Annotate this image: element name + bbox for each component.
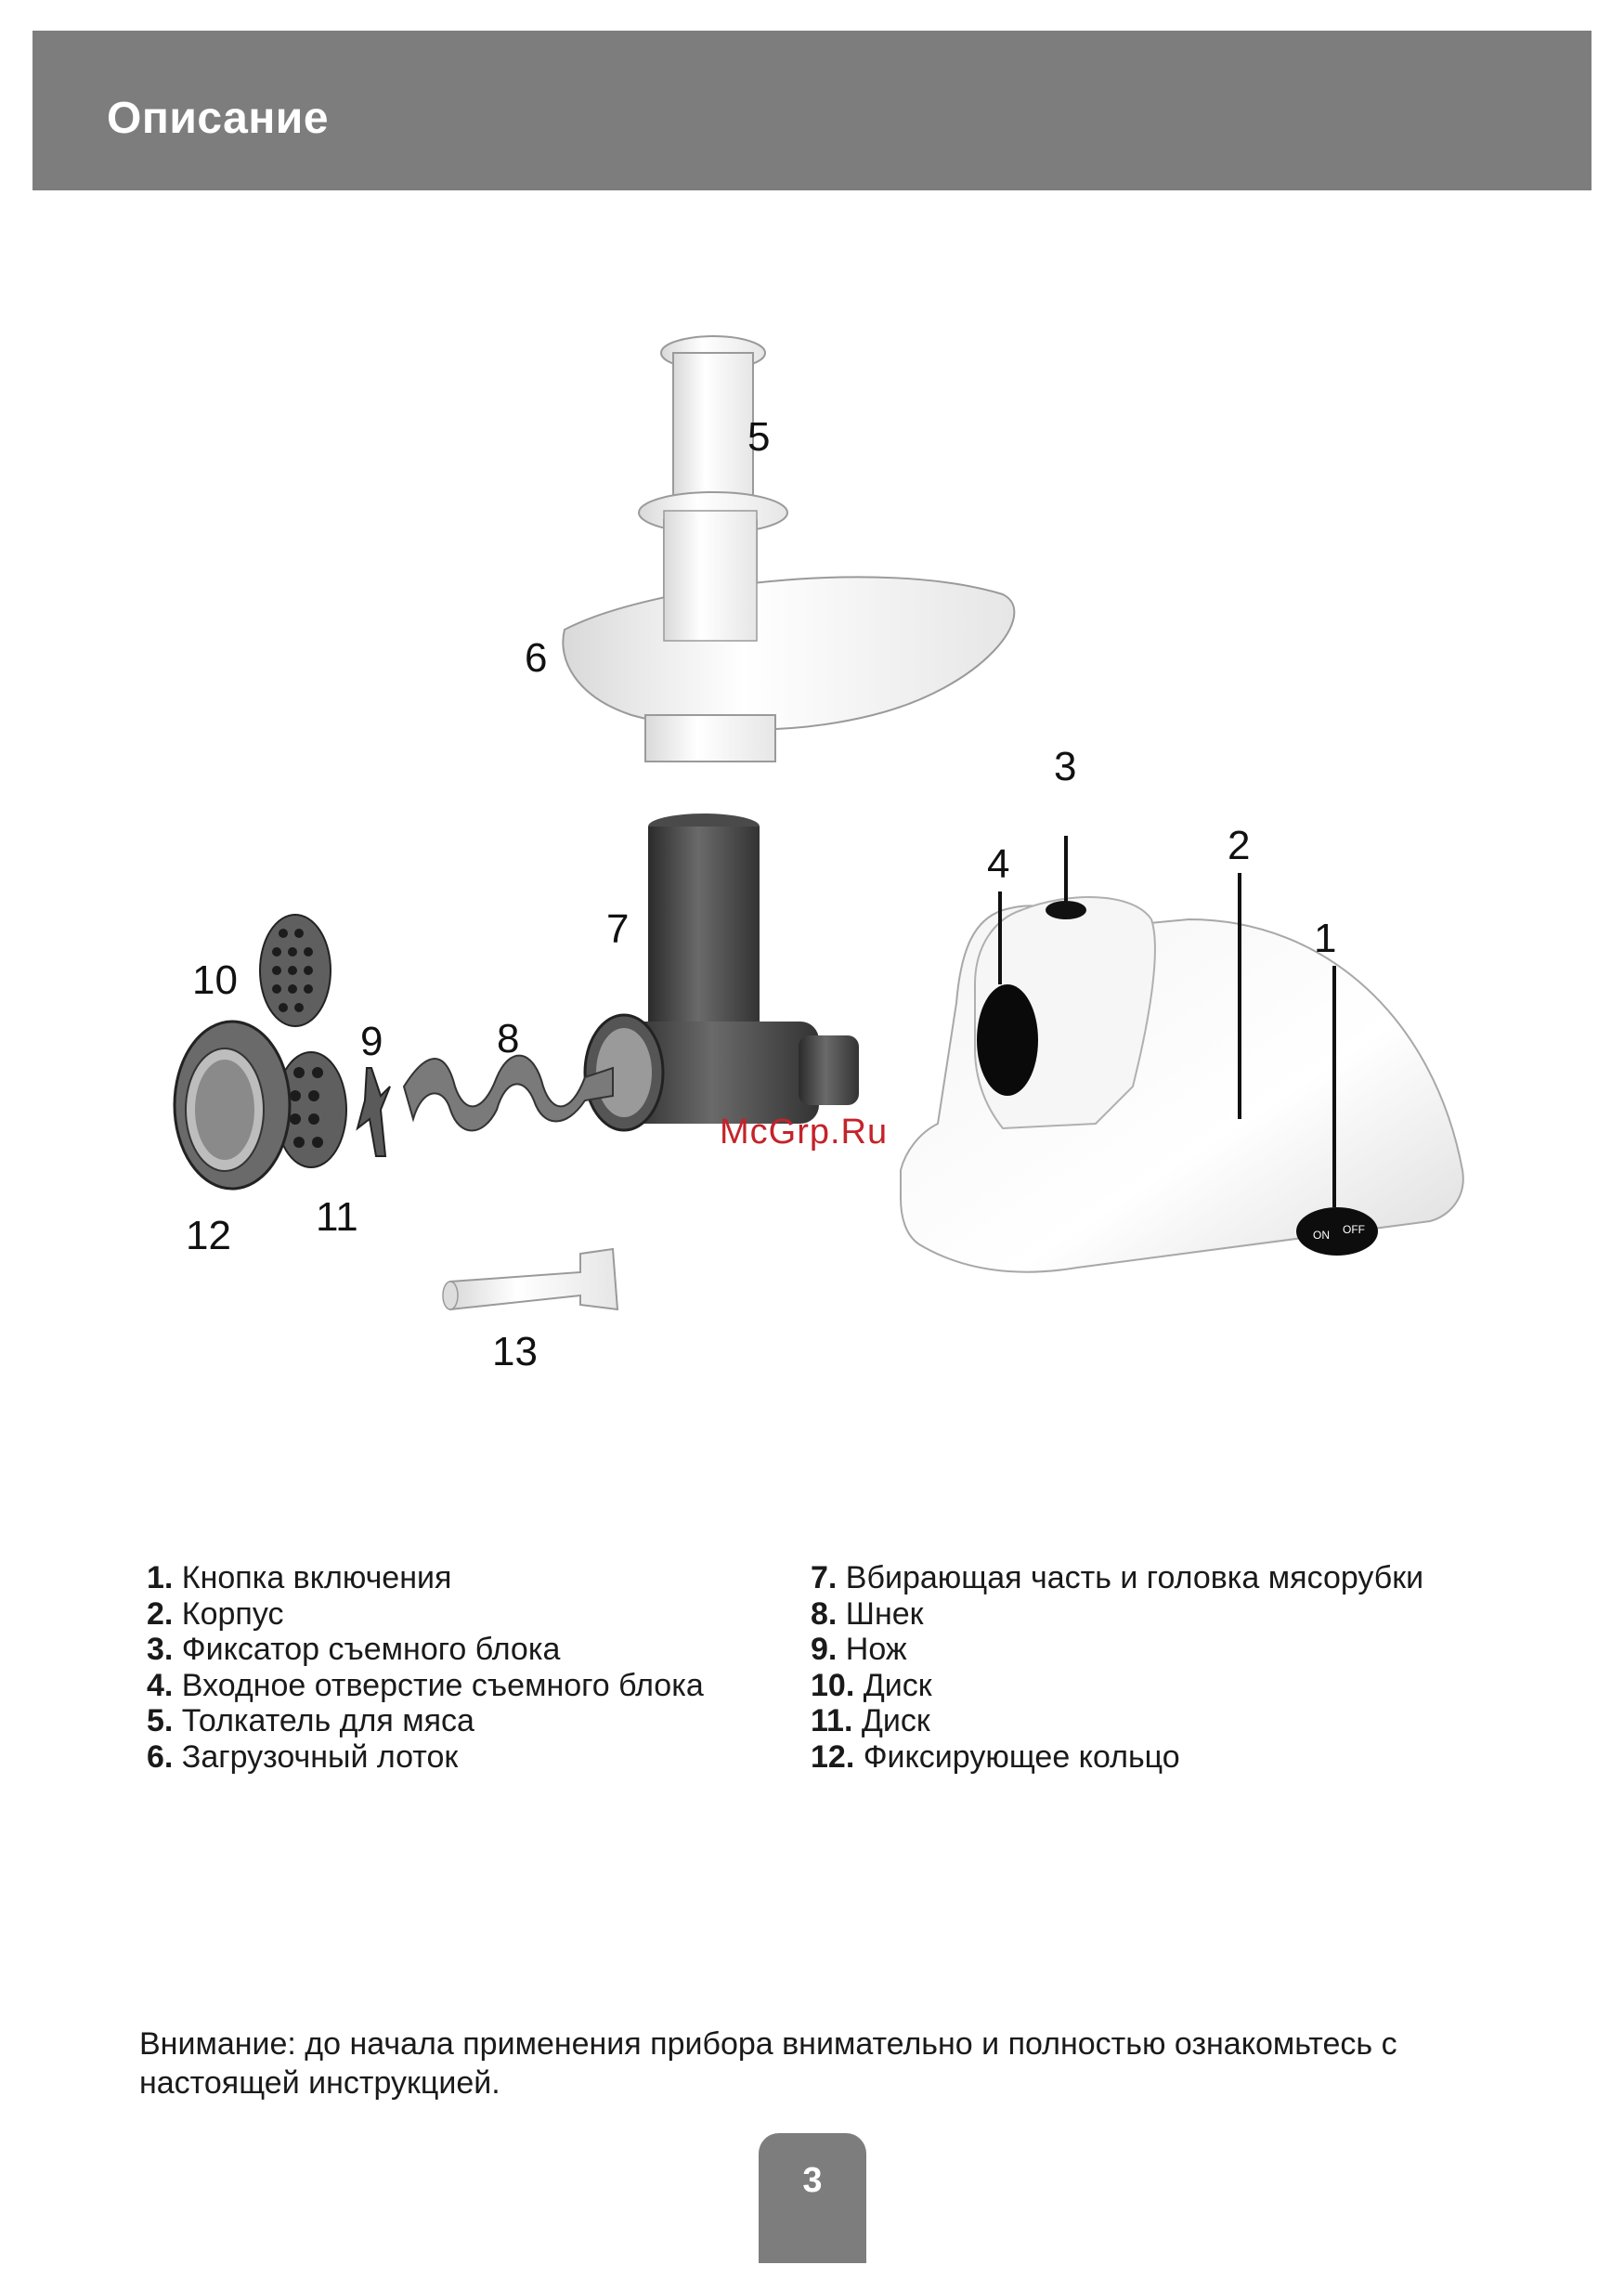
- lock-button: [1046, 901, 1086, 919]
- legend-left: 1. Кнопка включения 2. Корпус 3. Фиксато…: [147, 1560, 797, 1775]
- legend-item: 12. Фиксирующее кольцо: [811, 1738, 1180, 1775]
- legend-item: 3. Фиксатор съемного блока: [147, 1632, 561, 1667]
- auger-screw: [402, 1054, 614, 1132]
- legend-item: 5. Толкатель для мяса: [147, 1703, 474, 1738]
- exploded-diagram: ON OFF 1 2 3 4 5 6 7 8 9 10 11 12 13: [173, 335, 1464, 1374]
- page-number: 3: [802, 2161, 823, 2200]
- callout-7: 7: [606, 906, 629, 952]
- warning-notice: Внимание: до начала применения прибора в…: [139, 2026, 1397, 2101]
- callout-8: 8: [497, 1016, 519, 1061]
- callout-1: 1: [1314, 916, 1336, 961]
- callout-5: 5: [747, 414, 770, 460]
- callout-13: 13: [492, 1329, 538, 1374]
- page-number-tab: 3: [759, 2133, 866, 2263]
- legend-item: 8. Шнек: [811, 1595, 924, 1632]
- legend-item: 7. Вбирающая часть и головка мясорубки: [811, 1560, 1424, 1595]
- legend-item: 1. Кнопка включения: [147, 1560, 452, 1595]
- callout-4: 4: [987, 841, 1009, 887]
- header-bar: [32, 31, 1592, 190]
- legend-right: 7. Вбирающая часть и головка мясорубки 8…: [811, 1560, 1535, 1775]
- inlet-opening: [977, 984, 1038, 1096]
- callout-11: 11: [316, 1194, 358, 1240]
- svg-text:OFF: OFF: [1343, 1223, 1365, 1236]
- cutting-knife: [356, 1067, 391, 1157]
- legend-item: 4. Входное отверстие съемного блока: [147, 1667, 704, 1703]
- callout-lines: [998, 836, 1336, 1207]
- watermark: McGrp.Ru: [720, 1113, 889, 1152]
- callout-9: 9: [360, 1019, 383, 1064]
- legend-item: 10. Диск: [811, 1667, 932, 1703]
- sausage-nozzle: [442, 1247, 619, 1311]
- svg-text:ON: ON: [1313, 1229, 1330, 1242]
- legend-item: 6. Загрузочный лоток: [147, 1738, 459, 1775]
- legend-item: 11. Диск: [811, 1703, 930, 1738]
- legend-item: 2. Корпус: [147, 1595, 284, 1632]
- feeding-tray: [562, 510, 1016, 762]
- callout-12: 12: [186, 1213, 231, 1258]
- callout-10: 10: [192, 957, 238, 1003]
- page-title: Описание: [107, 94, 330, 143]
- grinder-head: [583, 814, 859, 1132]
- fixing-ring: [173, 1020, 292, 1191]
- callout-2: 2: [1228, 823, 1250, 868]
- callout-6: 6: [525, 635, 547, 681]
- callout-3: 3: [1054, 744, 1076, 789]
- disc-fine: [259, 914, 331, 1027]
- motor-housing: ON OFF: [900, 896, 1464, 1273]
- power-switch: ON OFF: [1296, 1207, 1378, 1256]
- legend-item: 9. Нож: [811, 1632, 907, 1667]
